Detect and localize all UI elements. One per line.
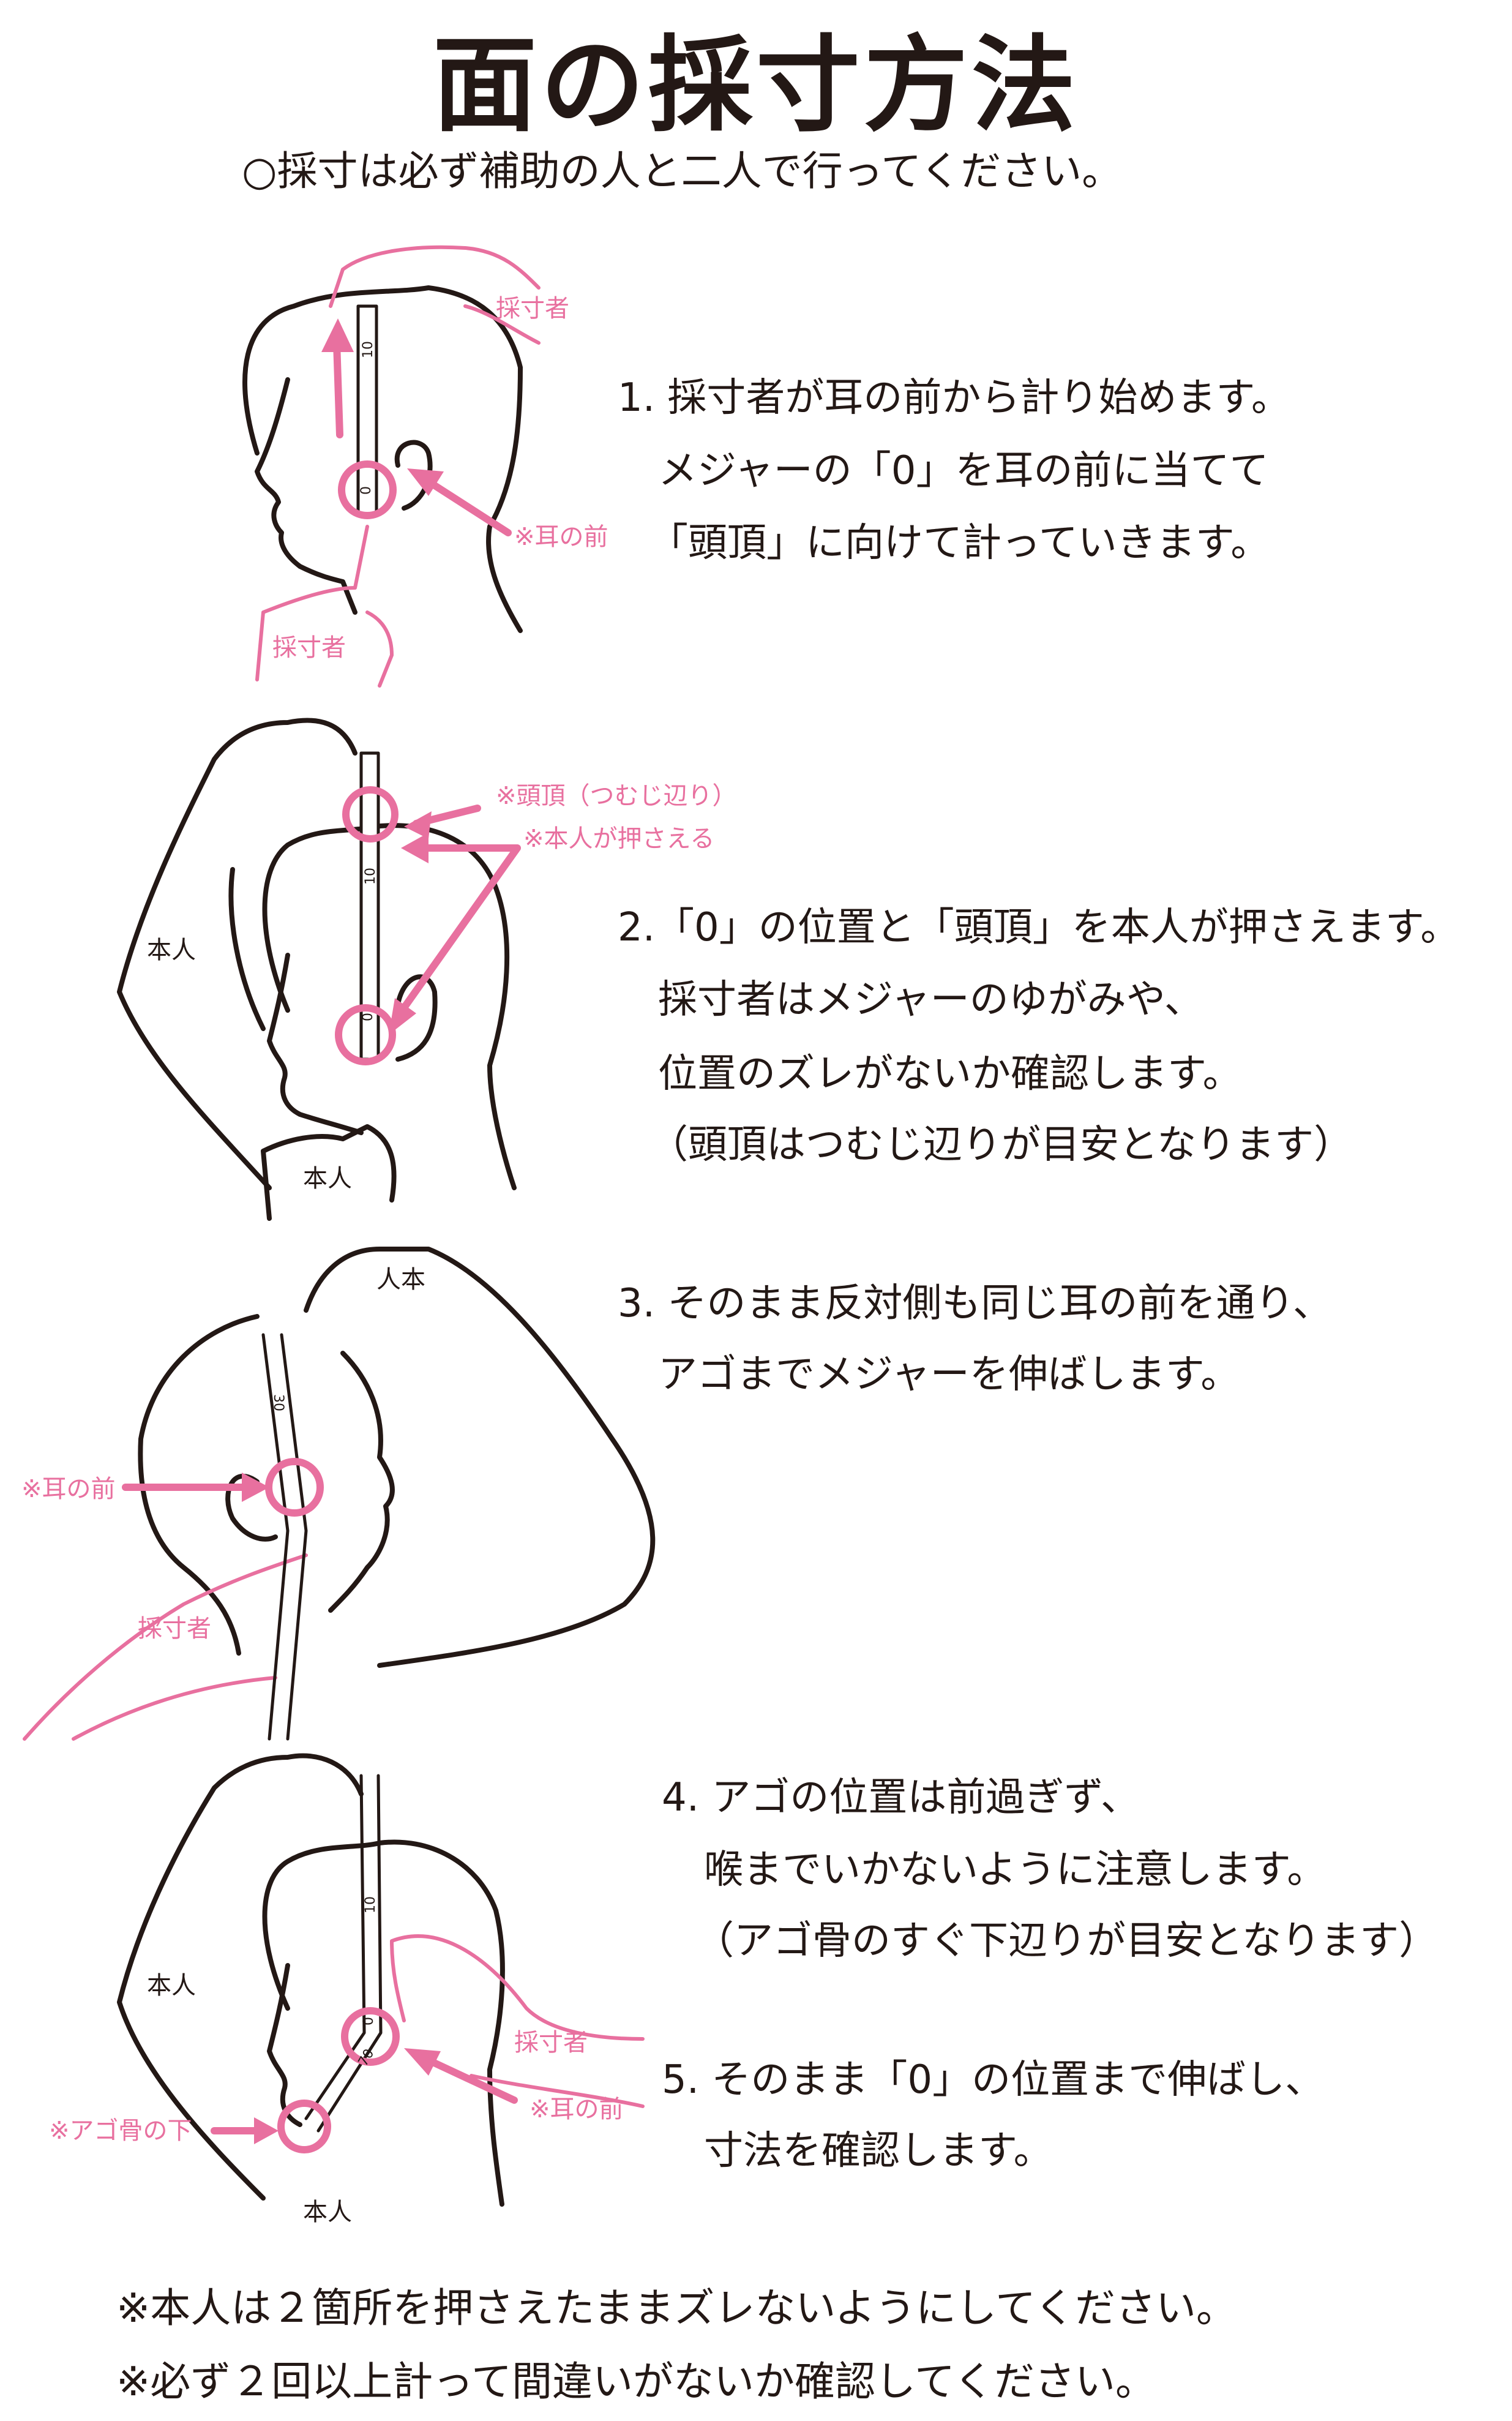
- ear: [394, 440, 433, 511]
- fig1-ear-front-label: ※耳の前: [514, 523, 608, 551]
- ear: [225, 1473, 278, 1542]
- ear-front-circle: [338, 460, 397, 519]
- upward-arrow: [333, 339, 343, 438]
- head-outline: [138, 1314, 260, 1656]
- jaw-circle: [277, 2100, 331, 2153]
- step-2-line-1: 2.「0」の位置と「頭頂」を本人が押さえます。: [618, 905, 1460, 950]
- fig4-self-hand-label: 本人: [303, 2198, 352, 2226]
- fig2-self-arm-label: 本人: [147, 936, 196, 964]
- fig2-self-hand-label: 本人: [303, 1165, 352, 1193]
- upward-arrow-head: [321, 318, 354, 352]
- arrow-heads: [389, 811, 432, 1035]
- self-hand-bottom: [261, 1124, 397, 1221]
- head-outline: [242, 285, 523, 633]
- fig4-tape-mark: 0: [361, 2017, 376, 2025]
- step-5-line-1: 5. そのまま「0」の位置まで伸ばし、: [662, 2057, 1325, 2103]
- hold-arrows: [394, 844, 521, 1020]
- self-arm: [117, 718, 357, 1190]
- fig4-ear-front-label: ※耳の前: [530, 2095, 624, 2123]
- fig4-self-arm-label: 本人: [147, 1972, 196, 2000]
- measurer-hand: [23, 1553, 308, 1741]
- fig4-jaw-label: ※アゴ骨の下: [49, 2117, 192, 2145]
- fig1-tape-mark: 10: [361, 341, 376, 358]
- head-outline: [262, 823, 517, 1190]
- face-profile: [267, 1963, 302, 2127]
- fig3-ear-front-label: ※耳の前: [21, 1475, 116, 1503]
- crown-circle: [342, 786, 399, 843]
- step-4-line-3: （アゴ骨のすぐ下辺りが目安となります）: [695, 1918, 1439, 1964]
- face-profile: [255, 377, 357, 615]
- fig1-measurer-bottom-label: 採寸者: [272, 634, 346, 662]
- note-1: ※本人は２箇所を押さえたままズレないようにしてください。: [116, 2284, 1237, 2332]
- measuring-tape: [356, 304, 378, 516]
- ear-front-circle: [341, 2007, 400, 2066]
- step-1-line-2: メジャーの「0」を耳の前に当てて: [658, 448, 1269, 494]
- step-5-line-2: 寸法を確認します。: [704, 2128, 1053, 2174]
- page-title: 面の採寸方法: [432, 24, 1079, 146]
- face-profile: [328, 1351, 395, 1613]
- measuring-tape: [304, 1774, 383, 2133]
- fig3-tape-mark: 30: [271, 1394, 286, 1411]
- ear-front-arrow: [419, 2054, 518, 2104]
- step-2-line-4: （頭頂はつむじ辺りが目安となります）: [649, 1122, 1353, 1168]
- head-outline: [262, 1839, 505, 2207]
- fig1-tape-mark: 0: [359, 486, 374, 495]
- self-arm: [304, 1247, 656, 1668]
- step-3-line-2: アゴまでメジャーを伸ばします。: [658, 1352, 1240, 1397]
- fig1-measurer-label: 採寸者: [496, 295, 569, 323]
- fig3-self-hand-label: 人本: [376, 1266, 425, 1294]
- step-2-line-2: 採寸者はメジャーのゆがみや、: [658, 977, 1203, 1023]
- step-4-line-2: 喉までいかないように注意します。: [704, 1847, 1327, 1893]
- step-3-line-1: 3. そのまま反対側も同じ耳の前を通り、: [618, 1281, 1332, 1326]
- figure-2-illustration: [117, 718, 521, 1221]
- step-1-line-3: 「頭頂」に向けて計っていきます。: [649, 520, 1270, 566]
- self-arm: [117, 1753, 364, 2201]
- step-1-line-1: 1. 採寸者が耳の前から計り始めます。: [618, 375, 1291, 421]
- fig2-self-hold-label: ※本人が押さえる: [523, 825, 715, 853]
- ear: [395, 974, 438, 1062]
- arrow-heads: [254, 2048, 441, 2144]
- fig2-crown-label: ※頭頂（つむじ辺り）: [496, 782, 737, 810]
- ear-front-arrow: [419, 474, 512, 536]
- ear-front-circle: [265, 1458, 324, 1517]
- ear-front-arrow-head: [242, 1473, 269, 1502]
- ear-front-arrow-head: [407, 468, 444, 496]
- step-2-line-3: 位置のズレがないか確認します。: [658, 1051, 1242, 1097]
- measurer-hand: [390, 1934, 645, 2108]
- fig4-tape-mark: 10: [363, 1896, 378, 1913]
- face-profile: [267, 953, 364, 1135]
- subtitle: ○採寸は必ず補助の人と二人で行ってください。: [242, 148, 1123, 195]
- fig2-tape-mark: 10: [363, 868, 378, 885]
- fig3-measurer-label: 採寸者: [138, 1615, 211, 1643]
- figure-3-illustration: [23, 1247, 656, 1741]
- measuring-tape: [261, 1333, 308, 1741]
- measurer-hand-top: [329, 245, 541, 345]
- ear-front-circle: [335, 1004, 396, 1065]
- fig2-tape-mark: 0: [361, 1013, 376, 1021]
- figure-4-illustration: [117, 1753, 645, 2207]
- fig4-measurer-label: 採寸者: [514, 2029, 588, 2057]
- step-4-line-1: 4. アゴの位置は前過ぎず、: [662, 1775, 1140, 1820]
- figure-1-illustration: [242, 245, 541, 688]
- measurer-hand-bottom: [255, 525, 394, 688]
- note-2: ※必ず２回以上計って間違いがないか確認してください。: [116, 2358, 1156, 2405]
